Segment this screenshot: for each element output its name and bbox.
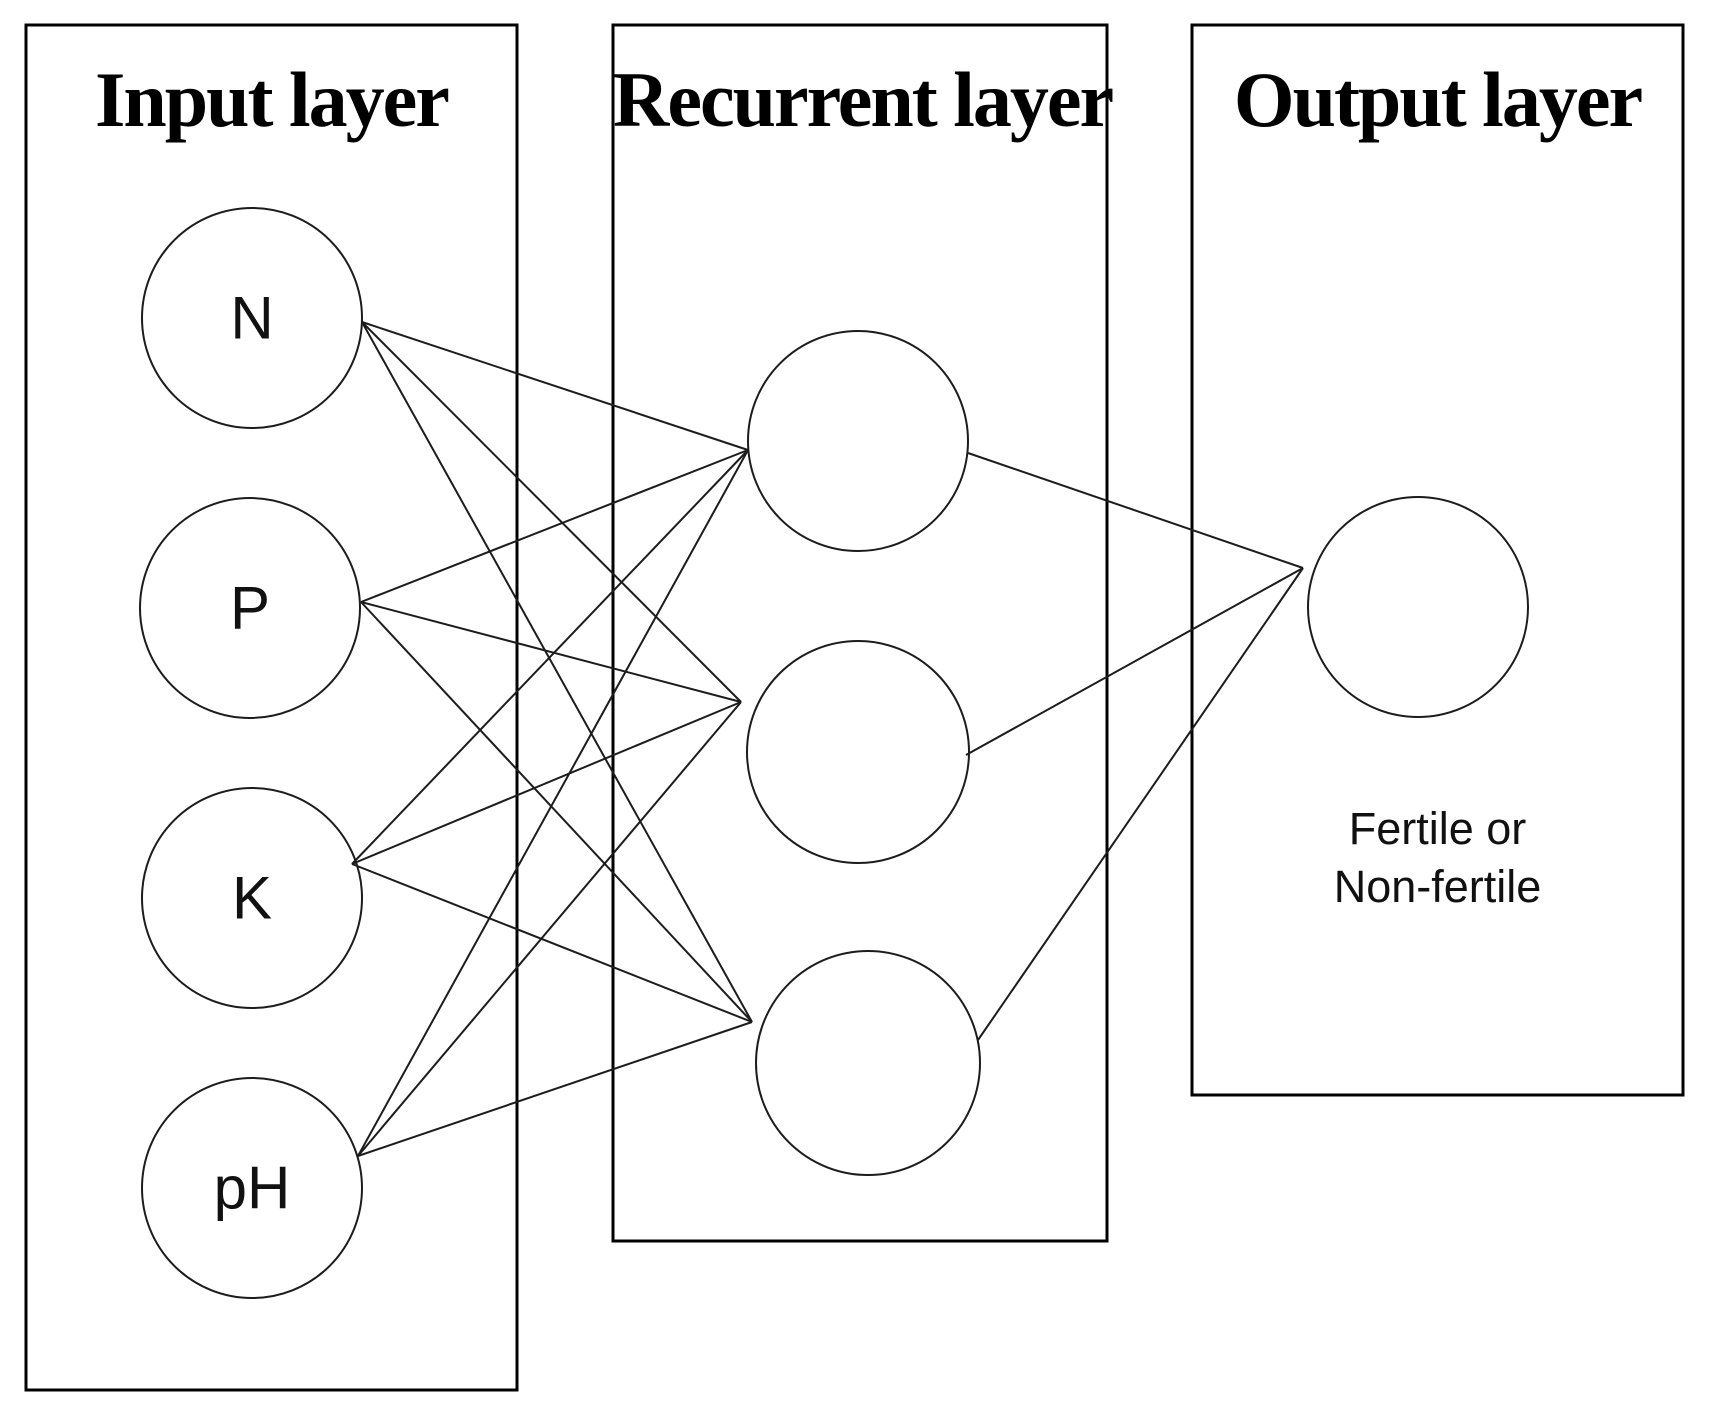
recurrent-node-3 xyxy=(755,950,981,1176)
edge-R1-OUT xyxy=(967,452,1304,569)
edge-pH-R2 xyxy=(357,701,742,1157)
node-label-N: N xyxy=(230,284,274,352)
edge-P-R2 xyxy=(360,601,742,703)
output-layer-title: Output layer xyxy=(1233,56,1643,143)
edge-pH-R1 xyxy=(357,449,749,1157)
node-label-K: K xyxy=(231,864,273,932)
edge-P-R1 xyxy=(360,449,749,603)
input-node-N xyxy=(141,207,363,429)
output-annotation-line1: Fertile or xyxy=(1348,803,1527,854)
edge-K-R3 xyxy=(351,863,753,1023)
output-annotation: Fertile or Non-fertile xyxy=(1192,800,1683,916)
edge-N-R3 xyxy=(361,321,753,1023)
edge-K-R2 xyxy=(351,701,742,865)
edge-P-R3 xyxy=(360,601,753,1023)
output-layer-box xyxy=(1190,23,1685,1097)
node-label-P: P xyxy=(229,574,271,642)
input-node-K xyxy=(141,787,363,1009)
recurrent-layer-title: Recurrent layer xyxy=(613,56,1114,143)
input-node-P xyxy=(139,497,361,719)
node-label-pH: pH xyxy=(213,1154,291,1222)
output-node xyxy=(1307,496,1529,718)
input-layer-box xyxy=(24,23,519,1392)
output-annotation-line2: Non-fertile xyxy=(1333,861,1542,912)
input-layer-title: Input layer xyxy=(95,56,450,143)
recurrent-layer-box xyxy=(611,23,1109,1243)
edge-R2-OUT xyxy=(965,567,1304,756)
edge-N-R2 xyxy=(361,321,742,703)
recurrent-node-2 xyxy=(746,640,970,864)
recurrent-node-1 xyxy=(747,330,969,552)
input-node-pH xyxy=(141,1077,363,1299)
edge-K-R1 xyxy=(351,449,749,865)
edge-pH-R3 xyxy=(357,1021,753,1157)
edge-R3-OUT xyxy=(977,567,1304,1041)
edge-N-R1 xyxy=(361,321,749,451)
